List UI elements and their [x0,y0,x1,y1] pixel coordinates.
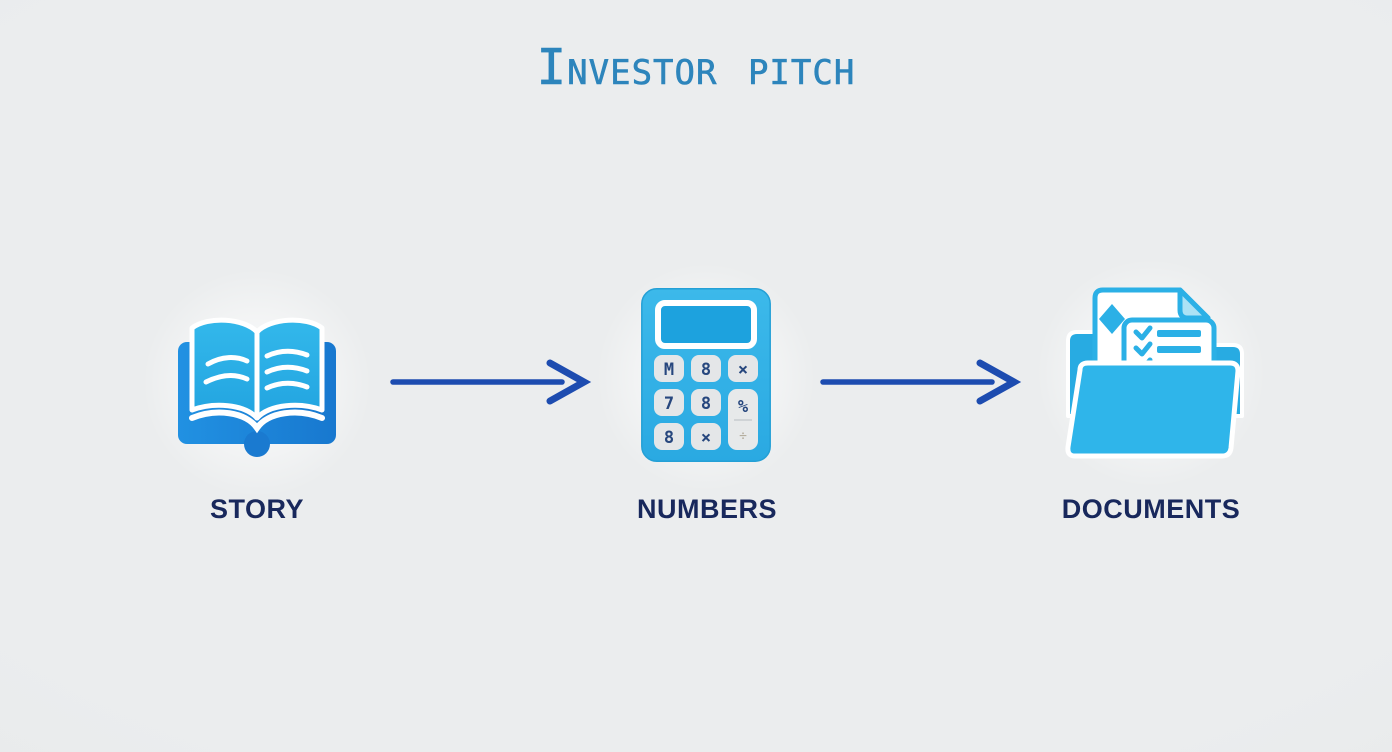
calc-key-8a: 8 [701,360,711,380]
diamond-suit-icon [1099,304,1125,334]
calculator-display [655,300,757,349]
calc-key-m: M [664,360,674,380]
open-book-icon [168,306,346,458]
step-label-numbers: NUMBERS [636,494,777,524]
calc-key-8c: 8 [664,428,674,448]
arrow-right-icon [390,358,594,406]
arrow-right-icon [820,358,1024,406]
folder-documents-icon [1056,280,1244,464]
step-label-documents: DOCUMENTS [1061,494,1241,524]
calc-key-multiply-b: × [701,428,711,448]
calculator-icon: M 8 × 7 8 8 × % ÷ [641,288,771,462]
calc-key-percent: % [738,397,749,417]
step-label-story: STORY [209,494,305,524]
page-title: Investor pitch [536,39,856,96]
calc-key-7: 7 [664,394,674,414]
calc-key-8b: 8 [701,394,711,414]
calc-key-divide: ÷ [739,429,747,444]
calc-key-multiply-a: × [738,360,748,380]
